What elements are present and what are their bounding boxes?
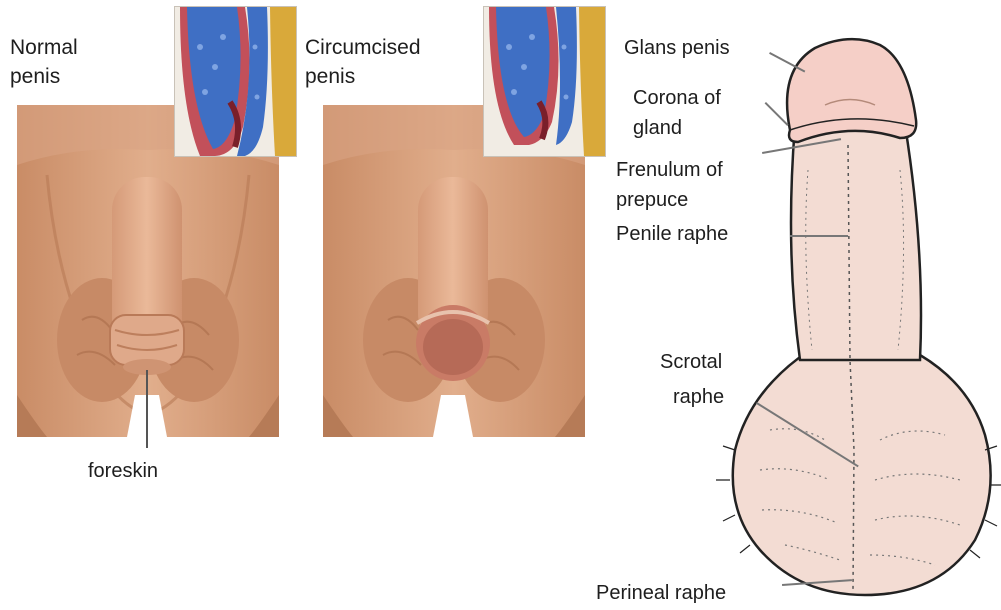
circumcised-title-line1: Circumcised [305,35,421,60]
circumcised-title-line2: penis [305,64,355,89]
penis-anatomy-drawing [690,30,1001,600]
foreskin-pointer-line [146,370,148,448]
perineal-raphe-label: Perineal raphe [596,581,726,606]
foreskin-label: foreskin [88,459,158,484]
scrotal-raphe-label-line2: raphe [673,385,724,410]
normal-cross-section-inset [174,6,297,157]
penile-raphe-pointer-line [790,235,848,237]
penile-raphe-label: Penile raphe [616,222,728,247]
circumcised-cross-section-inset [483,6,606,157]
frenulum-label-line2: prepuce [616,188,688,213]
corona-label-line2: gland [633,116,682,141]
corona-label-line1: Corona of [633,86,721,111]
frenulum-label-line1: Frenulum of [616,158,723,183]
glans-penis-label: Glans penis [624,36,730,61]
normal-title-line1: Normal [10,35,78,60]
normal-title-line2: penis [10,64,60,89]
scrotal-raphe-label-line1: Scrotal [660,350,722,375]
